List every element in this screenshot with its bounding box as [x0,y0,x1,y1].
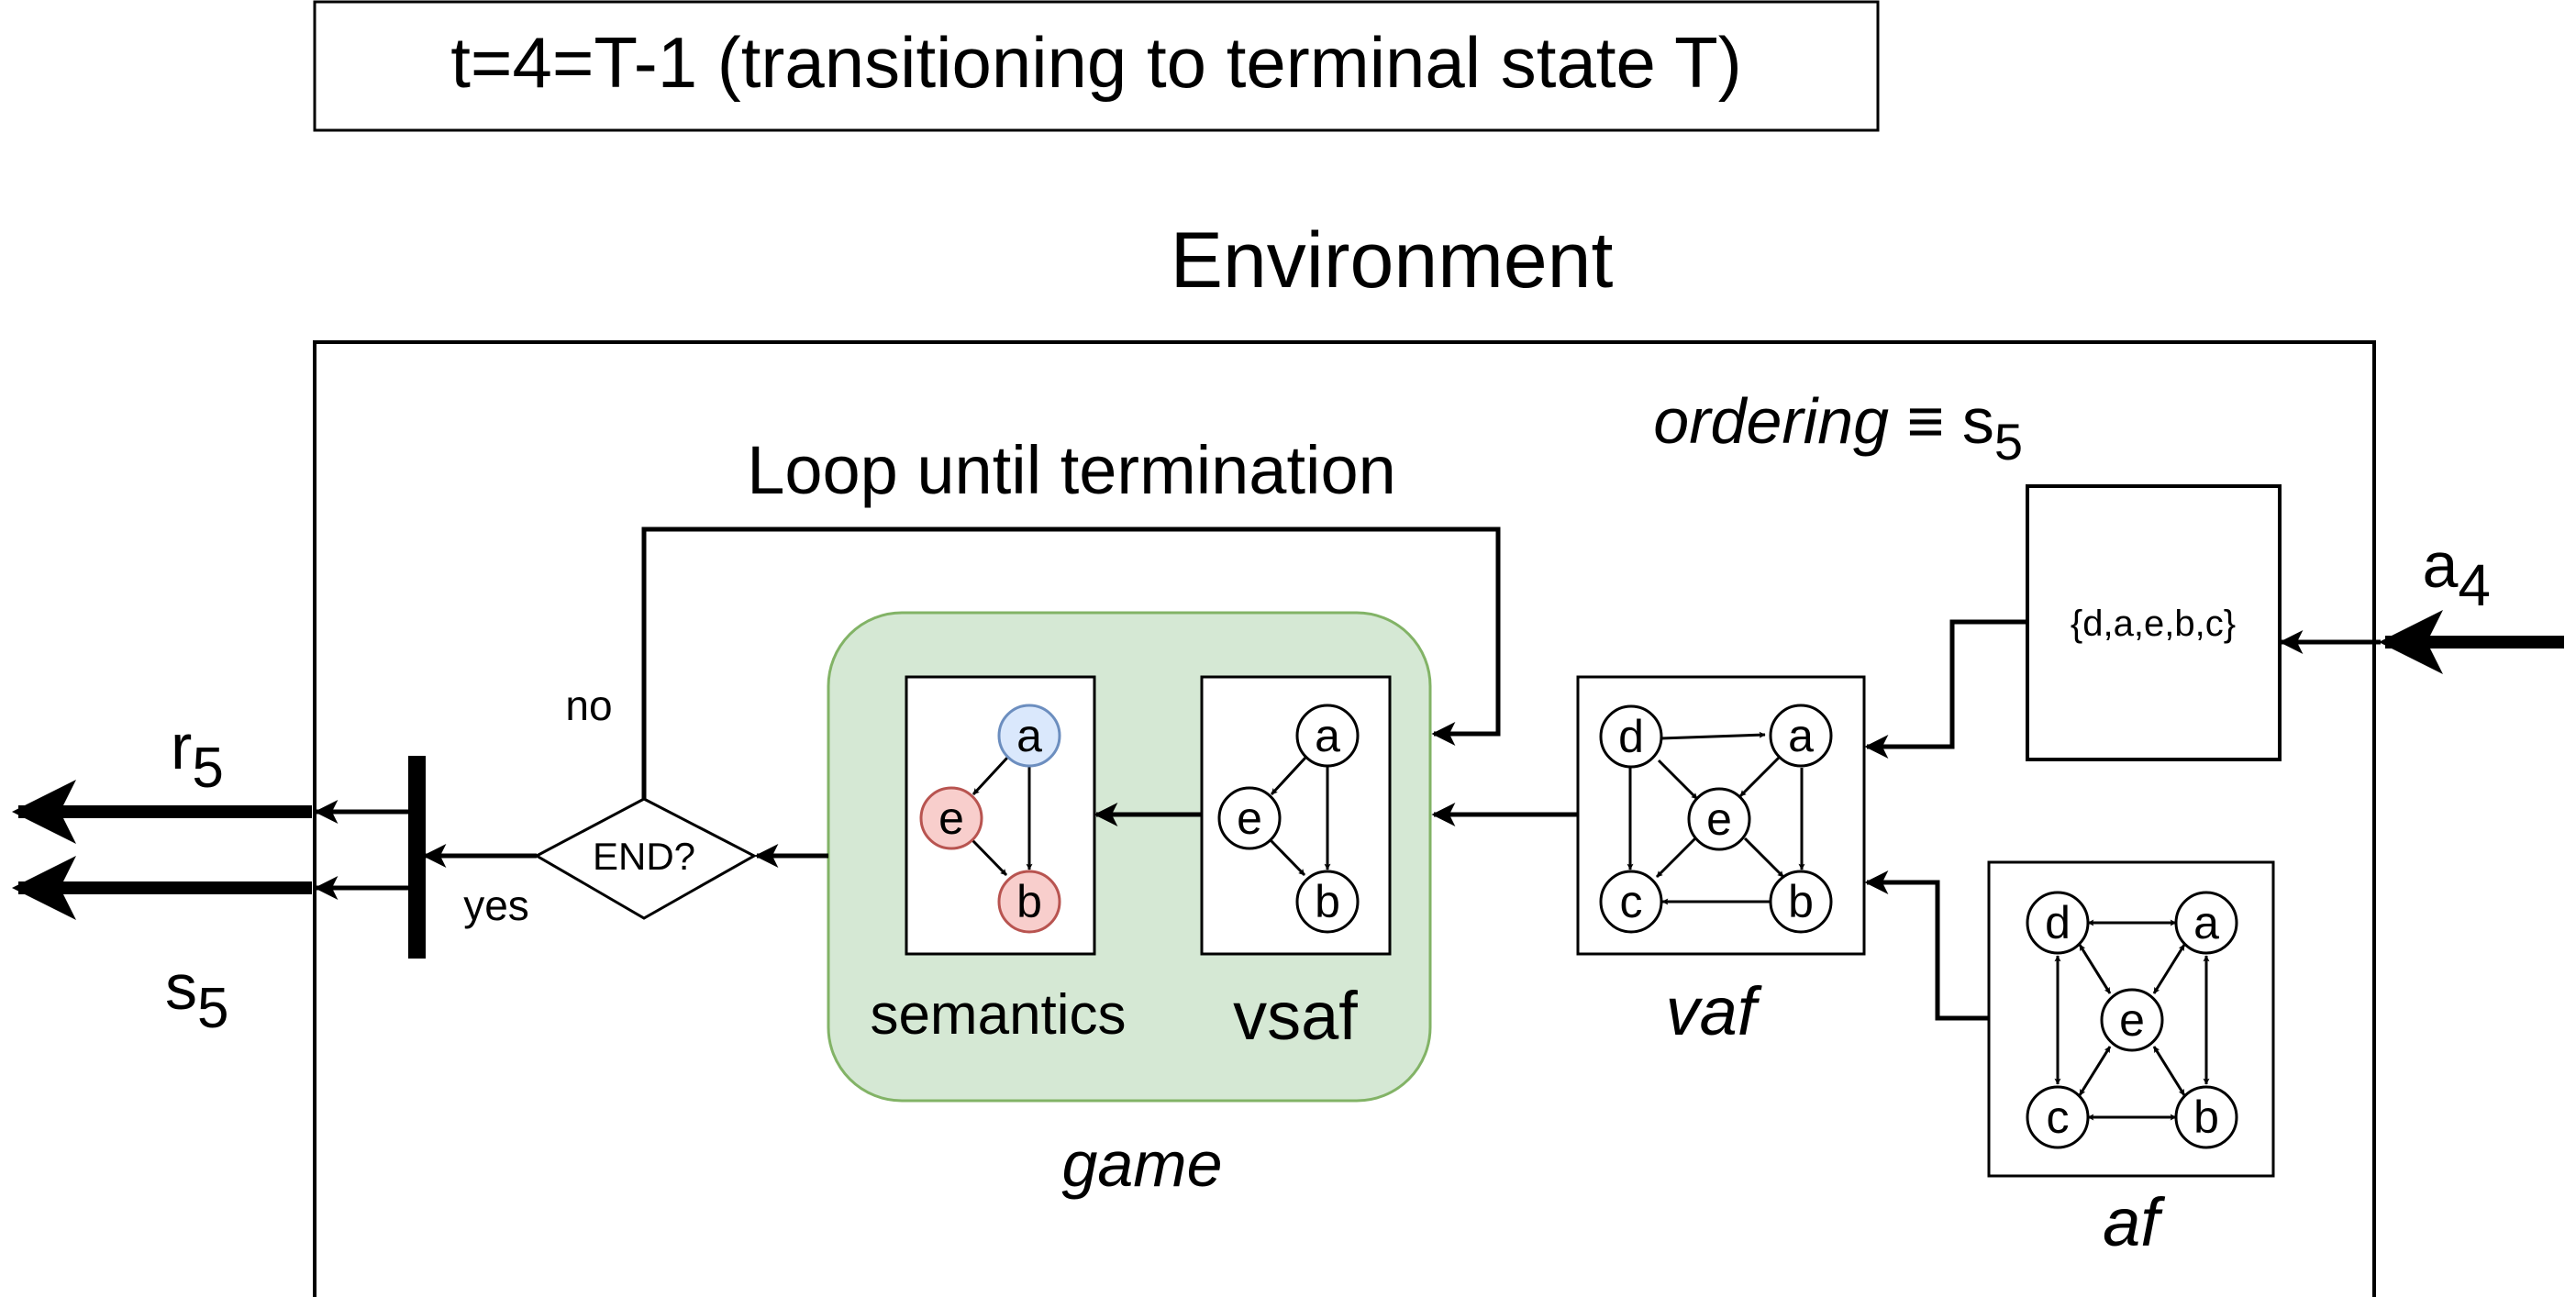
state-label: s5 [165,951,228,1040]
semantics-label: semantics [870,983,1126,1047]
af-node-b [2174,1085,2238,1149]
af-node-e [2100,988,2164,1052]
semantics-node-label: b [1016,876,1042,927]
vaf-node-a [1769,704,1833,768]
vsaf-label: vsaf [1233,978,1358,1054]
vaf-label: vaf [1666,973,1762,1049]
af-node-label: d [2045,897,2071,948]
af-node-label: a [2193,897,2219,948]
yes-label: yes [463,881,529,929]
vaf-node-b [1769,870,1833,934]
semantics-node-label: e [938,793,964,844]
semantics-node-e [919,786,983,850]
no-label: no [565,682,612,729]
vaf-graph: d a e c b [1599,704,1833,934]
af-node-c [2026,1085,2090,1149]
vsaf-node-b [1295,870,1360,934]
loop-back-arrow [641,527,1501,799]
vaf-node-label: b [1788,876,1814,927]
page-title: t=4=T-1 (transitioning to terminal state… [450,22,1742,103]
vaf-node-e [1687,787,1751,851]
title-box [313,0,1880,132]
af-node-label: e [2119,994,2145,1046]
af-node-a [2174,891,2238,955]
game-label: game [1061,1128,1222,1200]
af-node-d [2026,891,2090,955]
action-label: a4 [2422,529,2491,618]
af-label: af [2103,1184,2165,1260]
af-node-label: b [2193,1092,2219,1143]
vaf-node-label: e [1706,793,1732,845]
loop-label: Loop until termination [747,432,1396,508]
ordering-title: ordering ≡ s5 [1653,385,2023,471]
environment-title: Environment [1171,216,1614,305]
semantics-node-a [997,704,1061,768]
vaf-node-label: a [1788,710,1814,761]
ordering-value: {d,a,e,b,c} [2071,604,2236,644]
ordering-to-vaf-arrow [1864,619,2027,759]
vaf-node-d [1599,704,1663,769]
vaf-node-label: d [1618,711,1644,762]
af-node-label: c [2047,1092,2070,1143]
vsaf-node-label: e [1237,793,1262,844]
vsaf-node-a [1295,704,1360,768]
vaf-node-label: c [1620,876,1643,927]
semantics-graph: a e b [919,704,1061,934]
semantics-node-b [997,870,1061,934]
end-decision [533,797,758,920]
vsaf-node-e [1217,786,1282,850]
vsaf-graph: a e b [1217,704,1360,934]
vaf-node-c [1599,870,1663,934]
vsaf-node-label: b [1315,876,1340,927]
reward-label: r5 [171,711,224,800]
semantics-node-label: a [1016,710,1042,761]
af-to-vaf-arrow [1864,870,1989,1021]
end-decision-label: END? [593,835,695,878]
vsaf-node-label: a [1315,710,1340,761]
fork-bar [408,756,426,959]
af-graph: d a e c b [2026,891,2238,1149]
ordering-box [2026,484,2282,761]
